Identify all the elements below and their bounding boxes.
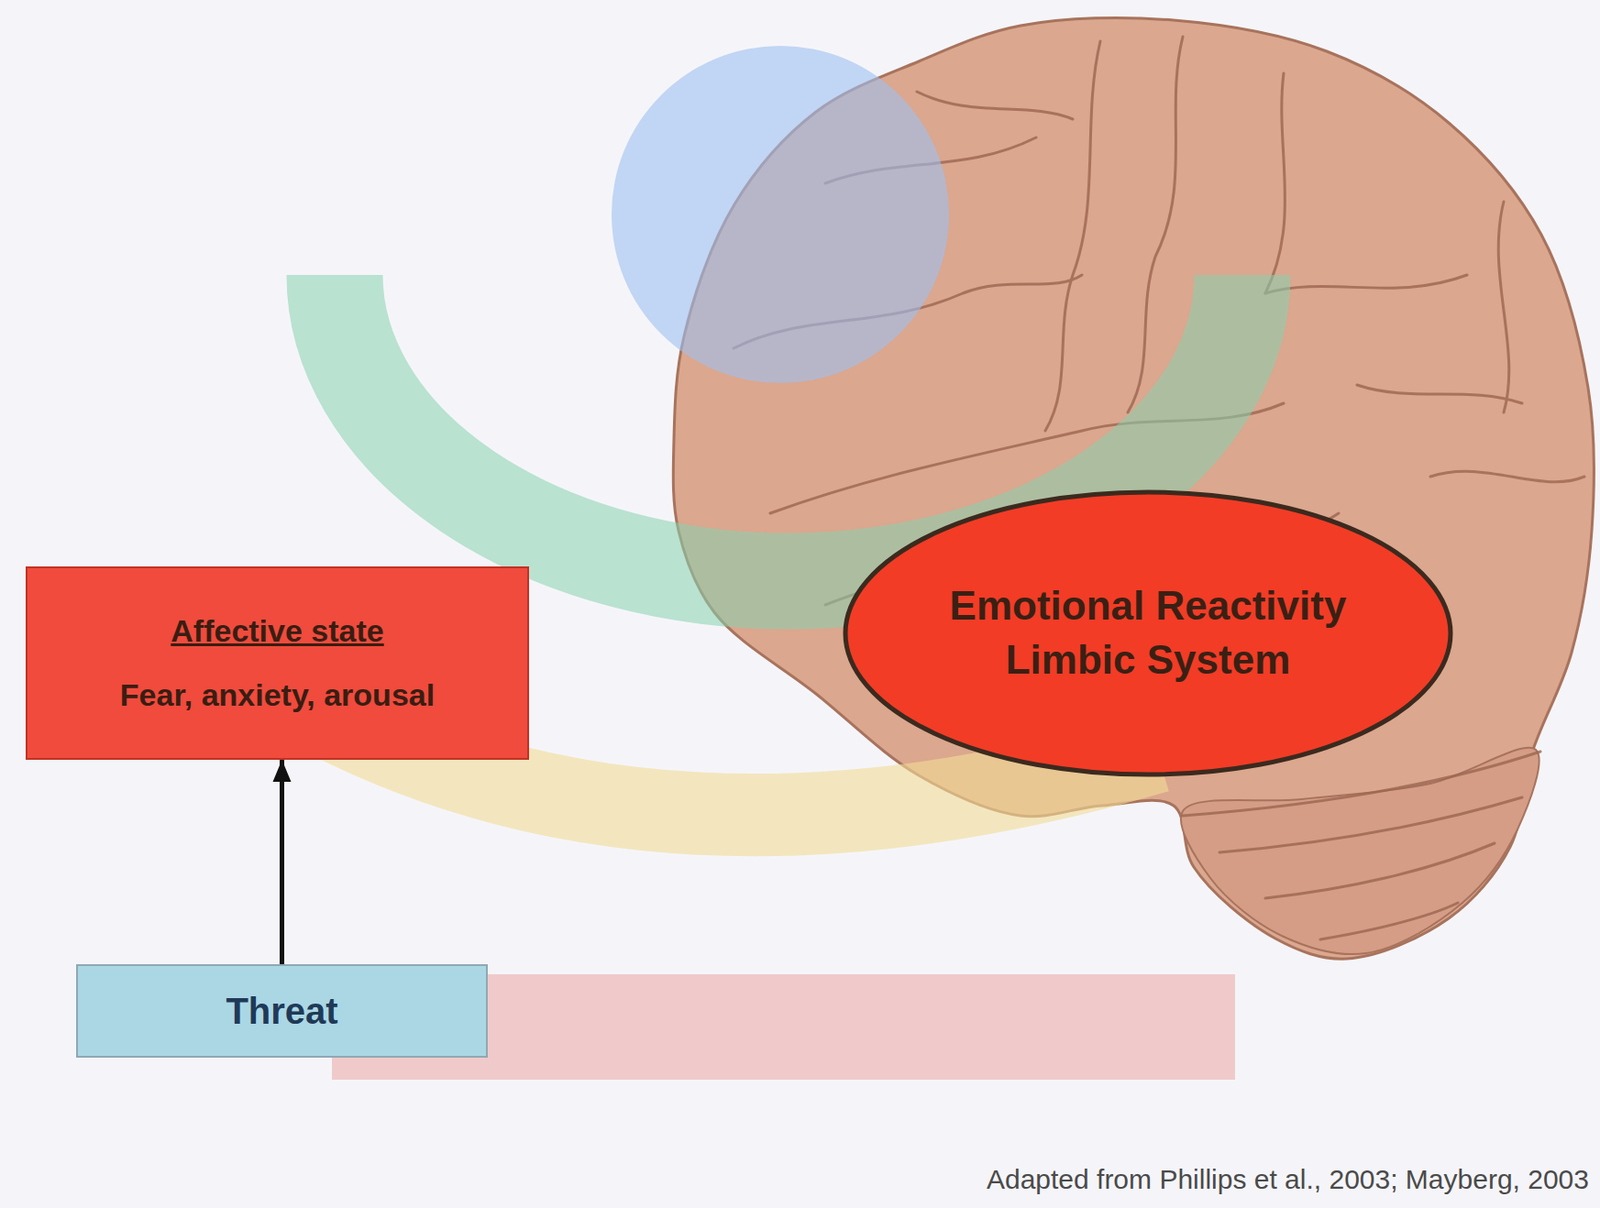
node-text: Limbic System [1005, 637, 1292, 685]
sulcus [1265, 275, 1468, 294]
node-heading: Affective state [170, 613, 384, 650]
sulcus [1498, 201, 1510, 413]
blue-circle-overlay [611, 45, 949, 384]
cerebellum [1180, 748, 1540, 955]
sulcus [1430, 471, 1585, 483]
cerebellum-folium [1320, 903, 1458, 940]
sulcus [1265, 73, 1286, 294]
sulcus [1045, 41, 1101, 431]
cerebellum-folium [1219, 797, 1523, 853]
limbic-system-ellipse: Emotional ReactivityLimbic System [840, 487, 1456, 780]
cerebellum-folium [1265, 843, 1495, 899]
sulcus [916, 91, 1073, 120]
ellipse-shape [845, 492, 1451, 775]
threat-box: Threat [76, 964, 488, 1059]
sulcus [1357, 385, 1523, 404]
node-text: Fear, anxiety, arousal [120, 677, 435, 714]
ellipse-outline [840, 487, 1456, 780]
arrow-connector [279, 760, 285, 965]
affective-state-box: Affective stateFear, anxiety, arousal [25, 566, 530, 761]
node-heading: Threat [225, 990, 338, 1033]
source-note: Adapted from Phillips et al., 2003; Mayb… [986, 1164, 1589, 1196]
node-heading: Emotional Reactivity [949, 583, 1347, 630]
